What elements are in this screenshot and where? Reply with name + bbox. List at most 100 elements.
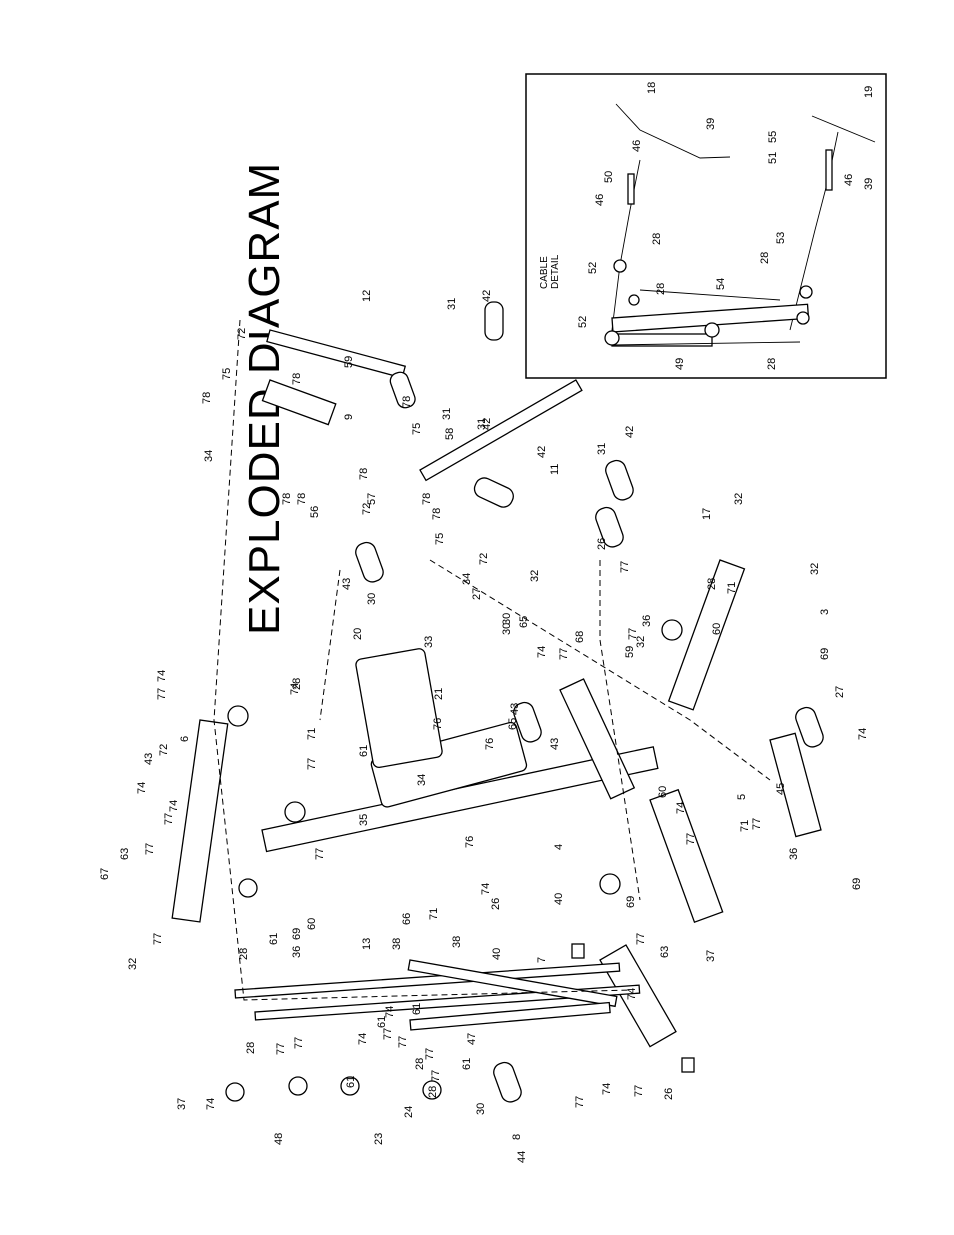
part-callout-74: 74 — [626, 988, 638, 1000]
part-callout-28: 28 — [427, 1086, 439, 1098]
part-callout-34: 34 — [416, 774, 428, 786]
inset-callout-53: 53 — [775, 232, 787, 244]
part-callout-69: 69 — [625, 896, 637, 908]
part-callout-78: 78 — [296, 493, 308, 505]
top-bar-12 — [266, 329, 407, 379]
inset-spring-51 — [825, 149, 833, 191]
part-callout-11: 11 — [549, 464, 561, 475]
leg-extension-3 — [667, 559, 746, 711]
roller-42-arm — [389, 371, 416, 409]
cable-54 — [639, 289, 781, 301]
part-callout-66: 66 — [401, 913, 413, 925]
part-callout-28: 28 — [238, 948, 250, 960]
inset-callout-46: 46 — [843, 174, 855, 186]
inset-callout-28: 28 — [655, 283, 667, 295]
inset-pulley-5 — [604, 330, 620, 346]
part-callout-72: 72 — [236, 328, 248, 340]
main-frame — [171, 301, 824, 1103]
part-callout-42: 42 — [536, 446, 548, 458]
part-callout-30: 30 — [475, 1103, 487, 1115]
part-callout-77: 77 — [558, 648, 570, 660]
part-callout-56: 56 — [309, 506, 321, 518]
part-callout-78: 78 — [401, 396, 413, 408]
pulley-28f — [225, 1082, 245, 1102]
part-callout-61: 61 — [268, 933, 280, 945]
part-callout-34: 34 — [461, 573, 473, 585]
rod-13a — [234, 962, 621, 999]
part-callout-75: 75 — [221, 368, 233, 380]
part-callout-32: 32 — [529, 570, 541, 582]
part-callout-69: 69 — [819, 648, 831, 660]
pulley-28d — [661, 619, 683, 641]
part-callout-40: 40 — [491, 948, 503, 960]
part-callout-69: 69 — [291, 928, 303, 940]
part-callout-77: 77 — [430, 1070, 442, 1082]
part-callout-77: 77 — [685, 833, 697, 845]
part-callout-77: 77 — [382, 1028, 394, 1040]
roller-43-left — [355, 541, 384, 583]
part-callout-5: 5 — [736, 794, 748, 800]
inset-callout-19: 19 — [863, 86, 875, 98]
inset-callout-50: 50 — [603, 171, 615, 183]
part-callout-74: 74 — [357, 1033, 369, 1045]
seat-pad-21 — [370, 721, 528, 808]
part-callout-42: 42 — [624, 426, 636, 438]
part-callout-77: 77 — [314, 848, 326, 860]
part-callout-74: 74 — [289, 683, 301, 695]
part-callout-40: 40 — [553, 893, 565, 905]
pulley-28a — [227, 705, 249, 727]
part-callout-36: 36 — [291, 946, 303, 958]
part-callout-71: 71 — [428, 908, 440, 920]
part-callout-78: 78 — [201, 392, 213, 404]
part-callout-33: 33 — [423, 636, 435, 648]
part-callout-28: 28 — [706, 578, 718, 590]
inset-callout-46: 46 — [594, 194, 606, 206]
part-callout-77: 77 — [619, 561, 631, 573]
leg-arm — [559, 678, 636, 800]
part-callout-78: 78 — [281, 493, 293, 505]
part-callout-26: 26 — [490, 898, 502, 910]
part-callout-31: 31 — [476, 418, 488, 430]
inset-pulley-4 — [704, 322, 720, 338]
part-callout-74: 74 — [136, 782, 148, 794]
part-callout-43: 43 — [143, 753, 155, 765]
cable-route-mid — [319, 569, 341, 721]
pulley-28i — [422, 1080, 442, 1100]
roller-42-top — [484, 301, 504, 341]
inset-callout-52: 52 — [587, 262, 599, 274]
part-callout-8: 8 — [511, 1134, 523, 1140]
pulley-28e — [599, 873, 621, 895]
part-callout-28: 28 — [245, 1042, 257, 1054]
inset-callout-55: 55 — [767, 131, 779, 143]
part-callout-60: 60 — [657, 786, 669, 798]
part-callout-36: 36 — [641, 615, 653, 627]
part-callout-75: 75 — [434, 533, 446, 545]
part-callout-72: 72 — [361, 503, 373, 515]
part-callout-24: 24 — [403, 1106, 415, 1118]
part-callout-60: 60 — [306, 918, 318, 930]
part-callout-77: 77 — [152, 933, 164, 945]
part-callout-43: 43 — [509, 703, 521, 715]
rear-support — [769, 732, 822, 838]
part-callout-77: 77 — [635, 933, 647, 945]
leg-bar-11 — [419, 379, 583, 482]
part-callout-38: 38 — [451, 936, 463, 948]
weight-bar-8 — [409, 1001, 611, 1031]
inset-pulley-3 — [799, 285, 813, 299]
part-callout-30: 30 — [501, 623, 513, 635]
part-callout-36: 36 — [788, 848, 800, 860]
inset-spring-50 — [627, 173, 635, 205]
part-callout-32: 32 — [809, 563, 821, 575]
part-callout-71: 71 — [726, 582, 738, 594]
inset-callout-49: 49 — [674, 358, 686, 370]
part-callout-61: 61 — [461, 1058, 473, 1070]
roller-42-right — [605, 459, 634, 501]
inset-callout-46: 46 — [631, 140, 643, 152]
part-callout-47: 47 — [466, 1033, 478, 1045]
part-callout-77: 77 — [397, 1036, 409, 1048]
part-callout-76: 76 — [432, 718, 444, 730]
